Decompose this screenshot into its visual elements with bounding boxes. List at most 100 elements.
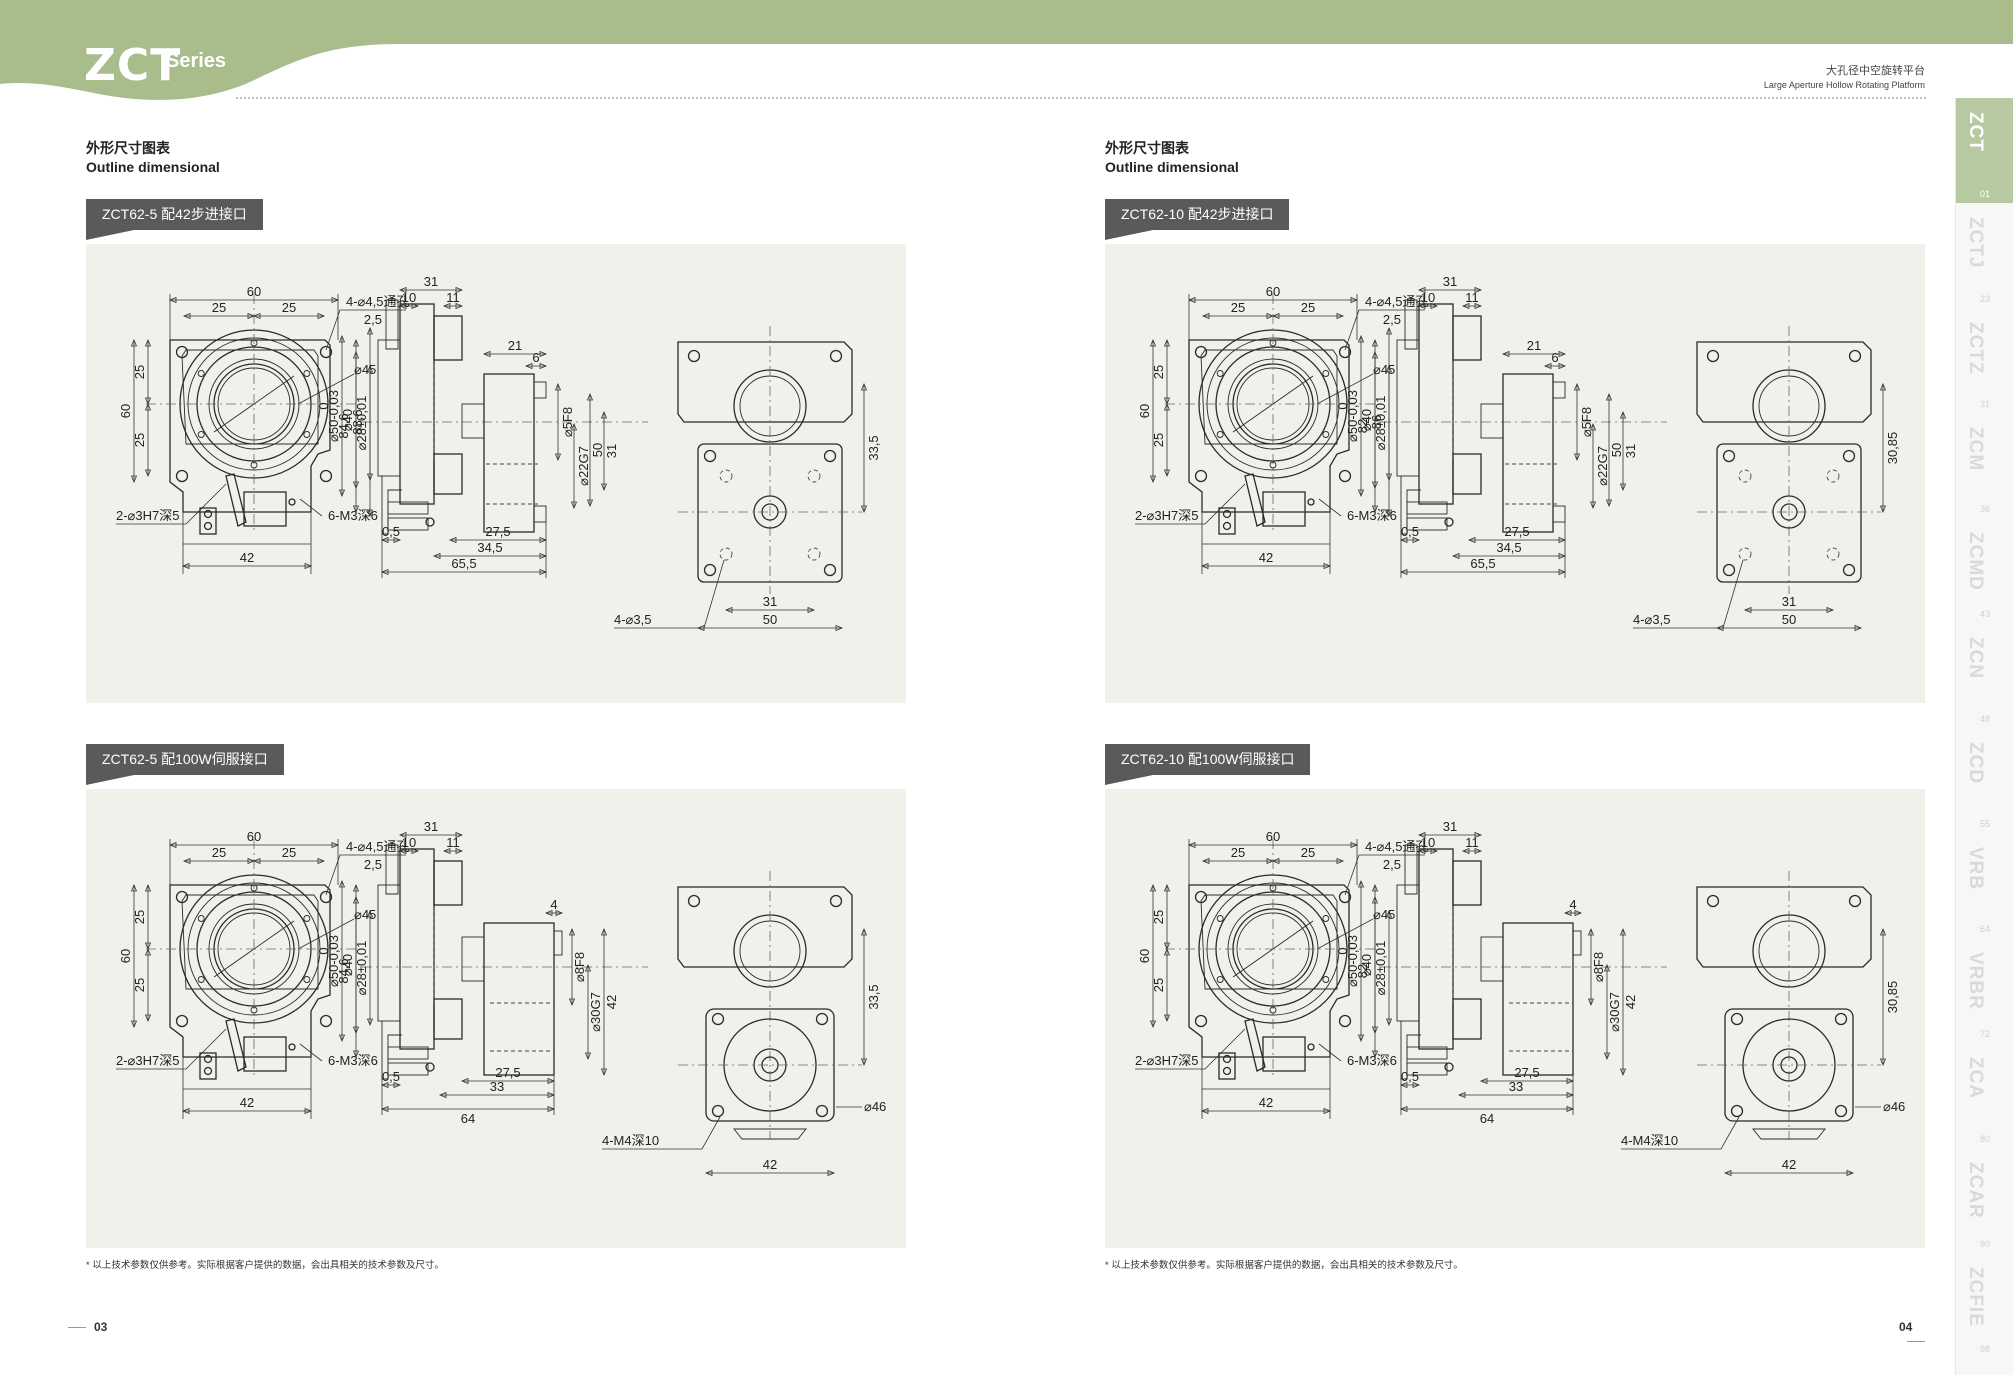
dimension-label: ⌀28±0,01 (354, 396, 369, 451)
drawing-circle (703, 563, 717, 577)
drawing-circle (807, 547, 821, 561)
drawing-outline (1399, 1081, 1421, 1089)
drawing-outline (438, 1091, 556, 1099)
section-heading-en: Outline dimensional (86, 159, 220, 175)
drawing-line (297, 373, 355, 405)
dimension-label: 25 (212, 845, 226, 860)
drawing-circle (1269, 339, 1277, 347)
dimension-label: 4-⌀4,5通孔 (1365, 294, 1428, 309)
drawing-circle (829, 349, 843, 363)
dimension-label: ⌀8F8 (1591, 952, 1606, 982)
drawing-outline (460, 1077, 556, 1085)
drawing-circle (203, 509, 213, 519)
sidebar-item-label: ZCA (1965, 1057, 1986, 1100)
drawing-outline (1406, 1046, 1448, 1060)
dimension-label: 31 (1623, 444, 1638, 458)
dimension-label: 25 (1151, 365, 1166, 379)
dimension-label: 31 (424, 819, 438, 834)
dimension-label: 42 (1623, 995, 1638, 1009)
dimension-label: 42 (1782, 1157, 1796, 1172)
dimension-label: 30,85 (1885, 981, 1900, 1014)
drawing-circle (1216, 915, 1224, 922)
drawing-outline (1149, 338, 1157, 484)
dimension-label: 4 (1569, 897, 1576, 912)
dimension-label: ⌀30G7 (1607, 992, 1622, 1032)
drawing-outline (1200, 894, 1338, 990)
drawing-outline (225, 1018, 247, 1072)
drawing-outline (1404, 844, 1418, 895)
drawing-circle (1322, 915, 1330, 922)
drawing-circle (197, 431, 205, 438)
drawing-circle (1834, 1012, 1848, 1026)
drawing-outline (1201, 312, 1275, 320)
drawing-outline (338, 334, 346, 498)
dimension-label: 50 (1609, 443, 1624, 457)
drawing-outline (144, 947, 152, 1023)
dimension-label: ⌀28±0,01 (1373, 941, 1388, 996)
dimension-label: 10 (402, 835, 416, 850)
drawing-outline (1404, 299, 1418, 350)
drawing-outline (584, 963, 592, 1061)
drawing-outline (1163, 947, 1171, 1023)
dimension-label: 42 (240, 1095, 254, 1110)
drawing-circle (250, 1006, 258, 1014)
dimension-label: 25 (132, 433, 147, 447)
dimension-label: 2-⌀3H7深5 (116, 508, 179, 523)
dimension-label: 50 (590, 443, 605, 457)
leader-line (1135, 483, 1246, 525)
drawing-outline (1357, 334, 1365, 498)
drawing-circle (1269, 461, 1277, 469)
drawing-outline (130, 338, 138, 484)
drawing-outline (338, 879, 346, 1043)
drawing-circle (1826, 547, 1840, 561)
dimension-label: 4 (550, 897, 557, 912)
drawing-outline (1619, 410, 1627, 492)
drawing-outline (1385, 326, 1393, 518)
drawing-outline (1418, 303, 1454, 505)
drawing-outline (1879, 382, 1887, 514)
drawing-circle (319, 890, 333, 904)
dimension-label: ⌀8F8 (572, 952, 587, 982)
leader-line (1135, 1028, 1246, 1070)
drawing-outline (1201, 857, 1275, 865)
drawing-outline (380, 568, 548, 576)
dimension-label: 27,5 (485, 524, 510, 539)
leader-line (1344, 309, 1425, 351)
dimension-label: ⌀50-0,03 (326, 935, 341, 987)
dimension-label: 0 (316, 947, 331, 954)
header-title: 大孔径中空旋转平台 Large Aperture Hollow Rotating… (1764, 62, 1925, 90)
sidebar-item-label: VRB (1965, 847, 1986, 891)
drawing-outline (704, 1169, 836, 1177)
drawing-outline (1501, 350, 1567, 358)
sidebar-item-page: 48 (1979, 714, 1990, 724)
drawing-outline (533, 505, 547, 523)
dimension-label: 25 (1231, 300, 1245, 315)
drawing-outline (1603, 963, 1611, 1061)
drawing-outline (1187, 841, 1359, 849)
dimension-label: 10 (1421, 835, 1435, 850)
dimension-label: 0,5 (1401, 1069, 1419, 1084)
dimension-label: 42 (763, 1157, 777, 1172)
dimension-label: 6-M3深6 (1347, 508, 1397, 523)
drawing-circle (1338, 469, 1352, 483)
drawing-circle (425, 517, 435, 527)
drawing-circle (303, 976, 311, 983)
drawing-outline (553, 930, 563, 956)
header-title-cn: 大孔径中空旋转平台 (1826, 65, 1925, 77)
drawing-outline (243, 491, 287, 527)
sidebar-item-label: ZCAR (1965, 1162, 1986, 1219)
model-tag: ZCT62-5 配100W伺服接口 (86, 744, 284, 775)
drawing-line (297, 918, 355, 950)
